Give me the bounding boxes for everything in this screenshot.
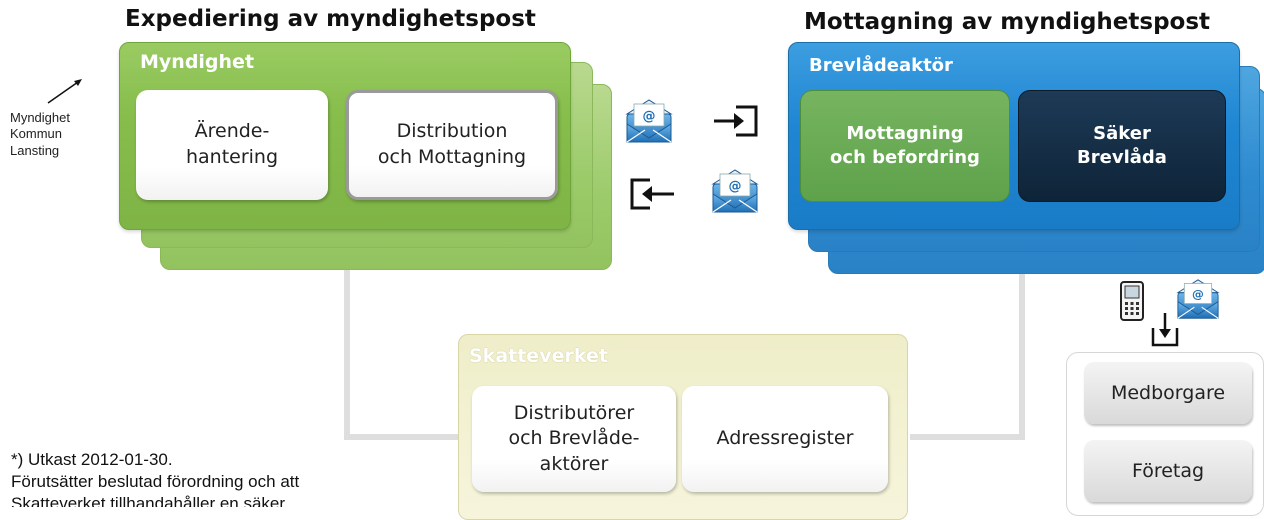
connector-line xyxy=(344,228,350,440)
medborgare-box: Medborgare xyxy=(1084,362,1252,424)
brevladeaktor-group-label: Brevlådeaktör xyxy=(809,55,953,76)
foretag-label: Företag xyxy=(1131,460,1205,482)
adressregister-label: Adressregister xyxy=(716,427,854,450)
distributorer-box: Distributörer och Brevlåde- aktörer xyxy=(472,386,676,492)
side-label-kommun: Kommun xyxy=(10,126,63,142)
left-section-title: Expediering av myndighetspost xyxy=(125,6,536,32)
adressregister-box: Adressregister xyxy=(682,386,888,492)
medborgare-label: Medborgare xyxy=(1110,382,1226,404)
svg-text:@: @ xyxy=(1192,287,1204,301)
foretag-box: Företag xyxy=(1084,440,1252,502)
sign-in-icon xyxy=(714,105,758,137)
pointer-arrow-icon xyxy=(47,79,82,104)
connector-line xyxy=(910,434,1025,440)
inbox-arrow-icon xyxy=(1151,313,1179,347)
saker-brevlada-label: Säker Brevlåda xyxy=(1077,122,1167,168)
distributorer-label: Distributörer och Brevlåde- aktörer xyxy=(508,401,640,475)
footnote-line: *) Utkast 2012-01-30. xyxy=(11,450,173,469)
right-section-title: Mottagning av myndighetspost xyxy=(804,9,1211,35)
side-labels: Myndighet Kommun Lansting xyxy=(10,110,70,159)
footnote-line: Skatteverket tillhandahåller en säker xyxy=(11,493,286,507)
footnote: *) Utkast 2012-01-30. Förutsätter beslut… xyxy=(11,449,299,507)
distribution-mottagning-box: Distribution och Mottagning xyxy=(346,90,558,200)
email-envelope-icon: @ xyxy=(711,169,759,213)
svg-text:@: @ xyxy=(643,109,656,124)
myndighet-group-label: Myndighet xyxy=(140,51,255,73)
distribution-mottagning-label: Distribution och Mottagning xyxy=(377,120,527,168)
skatteverket-label: Skatteverket xyxy=(469,345,608,367)
svg-text:@: @ xyxy=(729,179,742,194)
connector-line xyxy=(1019,228,1025,440)
mottagning-befordring-label: Mottagning och befordring xyxy=(830,122,980,168)
email-envelope-icon: @ xyxy=(1176,279,1220,319)
arendehantering-label: Ärende- hantering xyxy=(185,120,279,168)
side-label-lansting: Lansting xyxy=(10,142,60,158)
mottagning-befordring-box: Mottagning och befordring xyxy=(800,90,1010,202)
arendehantering-box: Ärende- hantering xyxy=(136,90,328,200)
email-envelope-icon: @ xyxy=(625,99,673,143)
connector-line xyxy=(344,434,464,440)
footnote-line: Förutsätter beslutad förordning och att xyxy=(11,471,300,491)
sign-out-icon xyxy=(630,178,674,210)
saker-brevlada-box: Säker Brevlåda xyxy=(1018,90,1226,202)
side-label-myndighet: Myndighet xyxy=(10,110,70,125)
mobile-phone-icon xyxy=(1120,281,1144,321)
